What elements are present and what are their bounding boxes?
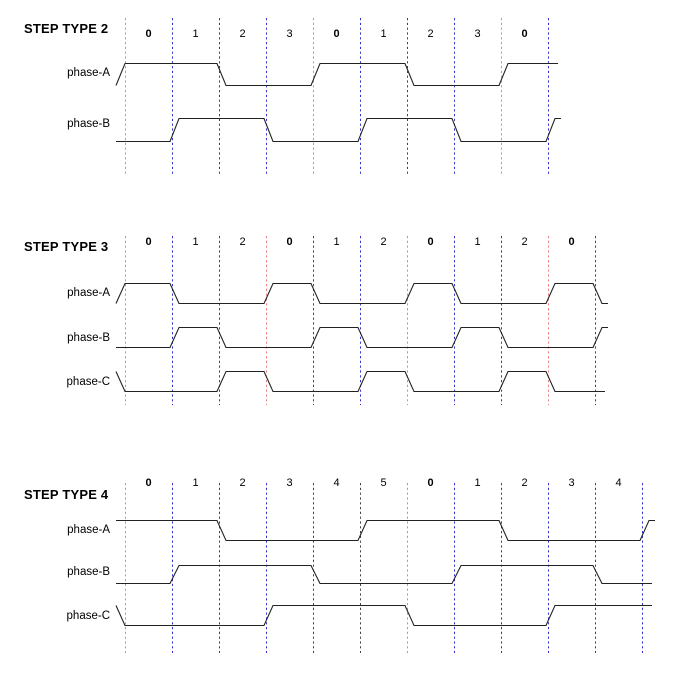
phase-label-phase-C: phase-C	[66, 376, 110, 388]
step-number: 2	[521, 236, 528, 248]
step-number: 1	[474, 477, 481, 489]
step-number: 0	[568, 236, 575, 248]
step-number: 0	[286, 236, 293, 248]
step-number: 0	[333, 28, 340, 40]
waveform-phase-A	[115, 282, 608, 305]
waveform-phase-B	[116, 564, 652, 585]
step-number: 0	[145, 236, 152, 248]
step-number: 2	[427, 28, 434, 40]
step-number: 2	[521, 477, 528, 489]
step-number: 3	[568, 477, 575, 489]
step-number: 2	[239, 28, 246, 40]
step-number: 1	[192, 236, 199, 248]
phase-label-phase-B: phase-B	[67, 118, 110, 130]
step-number: 3	[474, 28, 481, 40]
step-number: 3	[286, 28, 293, 40]
step-number: 0	[145, 28, 152, 40]
phase-label-phase-C: phase-C	[66, 610, 110, 622]
step-number: 0	[521, 28, 528, 40]
step-number: 1	[192, 477, 199, 489]
step-number: 2	[239, 236, 246, 248]
step-number: 5	[380, 477, 387, 489]
section-title: STEP TYPE 2	[24, 21, 109, 36]
waveform-phase-A	[115, 62, 558, 87]
phase-label-phase-B: phase-B	[67, 332, 110, 344]
waveform-phase-C	[115, 604, 652, 627]
step-number: 2	[380, 236, 387, 248]
waveform-phase-C	[115, 370, 605, 393]
step-number: 1	[380, 28, 387, 40]
waveform-phase-A	[116, 519, 655, 542]
step-number: 2	[239, 477, 246, 489]
step-number: 0	[427, 236, 434, 248]
phase-label-phase-B: phase-B	[67, 566, 110, 578]
step-number: 4	[615, 477, 622, 489]
phase-label-phase-A: phase-A	[67, 524, 110, 536]
section-title: STEP TYPE 4	[24, 487, 109, 502]
step-number: 0	[427, 477, 434, 489]
step-number: 0	[145, 477, 152, 489]
waveform-phase-B	[116, 326, 608, 349]
step-number: 1	[474, 236, 481, 248]
step-number: 3	[286, 477, 293, 489]
step-number: 1	[192, 28, 199, 40]
step-number: 4	[333, 477, 340, 489]
phase-label-phase-A: phase-A	[67, 67, 110, 79]
step-number: 1	[333, 236, 340, 248]
waveform-phase-B	[116, 117, 561, 143]
section-title: STEP TYPE 3	[24, 239, 109, 254]
phase-label-phase-A: phase-A	[67, 287, 110, 299]
